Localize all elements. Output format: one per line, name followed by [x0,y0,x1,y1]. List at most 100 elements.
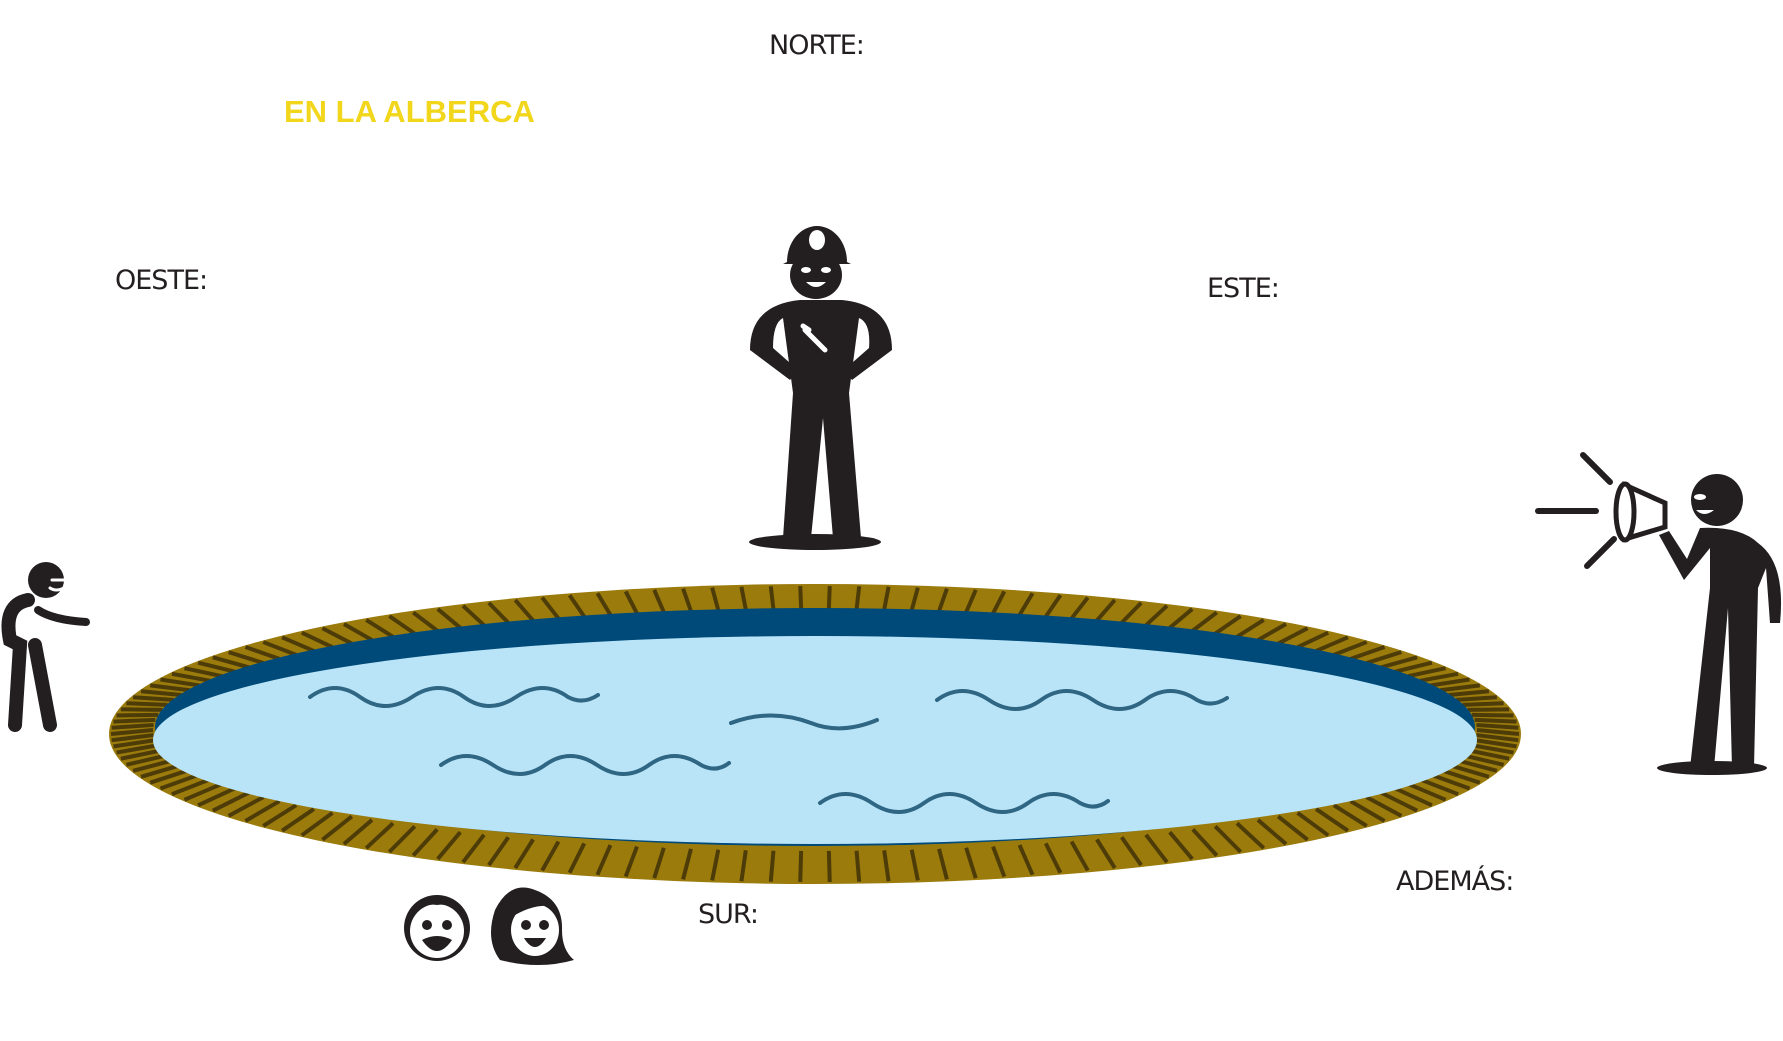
label-north: NORTE: [769,30,865,61]
rim-tick [1095,598,1117,622]
rim-tick [211,790,250,813]
rim-tick [1462,701,1504,707]
rim-tick [364,821,395,850]
megaphone-person-icon [1535,452,1782,775]
pointing-person-icon [1,562,90,732]
rim-tick [1144,833,1169,864]
rim-tick [171,777,211,797]
rim-tick [1429,772,1471,791]
rim-tick [111,733,154,743]
rim-tick [1256,622,1288,642]
rim-tick [1235,821,1266,850]
rim-tick [1168,830,1194,861]
rim-tick [113,717,156,724]
rim-tick [1467,748,1510,761]
rim-tick [1043,842,1063,874]
rim-tick [991,590,1007,615]
rim-tick [1407,781,1447,802]
rim-tick [567,842,587,874]
rim-tick [1120,601,1143,625]
rim-tick [342,818,374,846]
rim-tick [540,596,561,620]
rim-tick [321,626,353,646]
rim-tick [739,850,748,882]
rim-tick [228,650,265,665]
rim-tick [281,635,315,653]
rim-tick [623,590,639,615]
page-title: EN LA ALBERCA [284,94,535,129]
rim-tick [1448,689,1490,698]
rim-tick [197,786,236,808]
rim-tick [300,811,334,837]
rim-tick [1095,838,1117,869]
rim-tick [412,610,439,633]
woman-face-icon [491,887,574,965]
rim-tick [140,763,182,779]
rim-tick [1474,717,1517,724]
rim-tick [280,807,315,833]
rim-tick [1191,828,1219,857]
rim-tick [1419,777,1459,797]
rim-tick [300,630,334,649]
rim-tick [882,850,891,882]
rim-tick [909,849,920,881]
label-also: ADEMÁS: [1396,866,1514,897]
rim-tick [1380,655,1418,670]
rim-tick [244,645,281,661]
rim-tick [487,601,510,625]
rim-tick [149,683,191,693]
rim-tick [388,614,416,636]
label-south: SUR: [698,899,759,930]
label-west: OESTE: [115,265,208,296]
rim-tick [1394,786,1433,808]
rim-tick [652,847,666,879]
rim-tick [768,586,776,610]
rim-tick [1476,733,1519,743]
rim-tick [1471,743,1514,755]
rim-tick [1315,807,1350,833]
rim-tick [710,587,721,611]
rim-tick [487,836,510,867]
rim-tick [1069,596,1090,620]
rim-tick [262,803,298,828]
rim-tick [1476,722,1519,730]
rim-tick [197,660,236,674]
rim-tick [768,850,776,882]
rim-tick [1214,614,1242,636]
rim-tick [244,799,281,823]
rim-tick [436,607,462,630]
rim-tick [937,587,949,612]
rim-tick [1365,650,1402,665]
rim-tick [1277,626,1309,646]
rim-tick [1017,844,1035,876]
rim-tick [1365,795,1403,818]
pool-icon [109,584,1521,884]
rim-tick [113,738,156,749]
rim-tick [387,824,417,854]
rim-tick [111,722,154,730]
rim-tick [159,772,201,791]
rim-tick [321,814,354,842]
rim-tick [1455,758,1498,773]
rim-tick [540,840,561,872]
rim-tick [1467,707,1510,712]
rim-tick [1462,753,1505,767]
rim-tick [681,587,693,612]
rim-tick [1332,803,1368,828]
rim-tick [1439,683,1481,693]
rim-tick [1448,763,1490,779]
rim-tick [964,847,978,879]
rim-tick [1474,738,1517,749]
rim-tick [120,748,163,761]
rim-tick [1333,640,1368,657]
rim-tick [854,850,862,882]
rim-tick [1144,604,1169,627]
rim-tick [1296,630,1330,649]
rim-tick [991,845,1007,878]
rim-tick [798,850,804,883]
rim-tick [567,594,586,618]
rim-tick [262,640,297,657]
rim-tick [826,585,832,610]
rim-tick [1471,712,1514,718]
